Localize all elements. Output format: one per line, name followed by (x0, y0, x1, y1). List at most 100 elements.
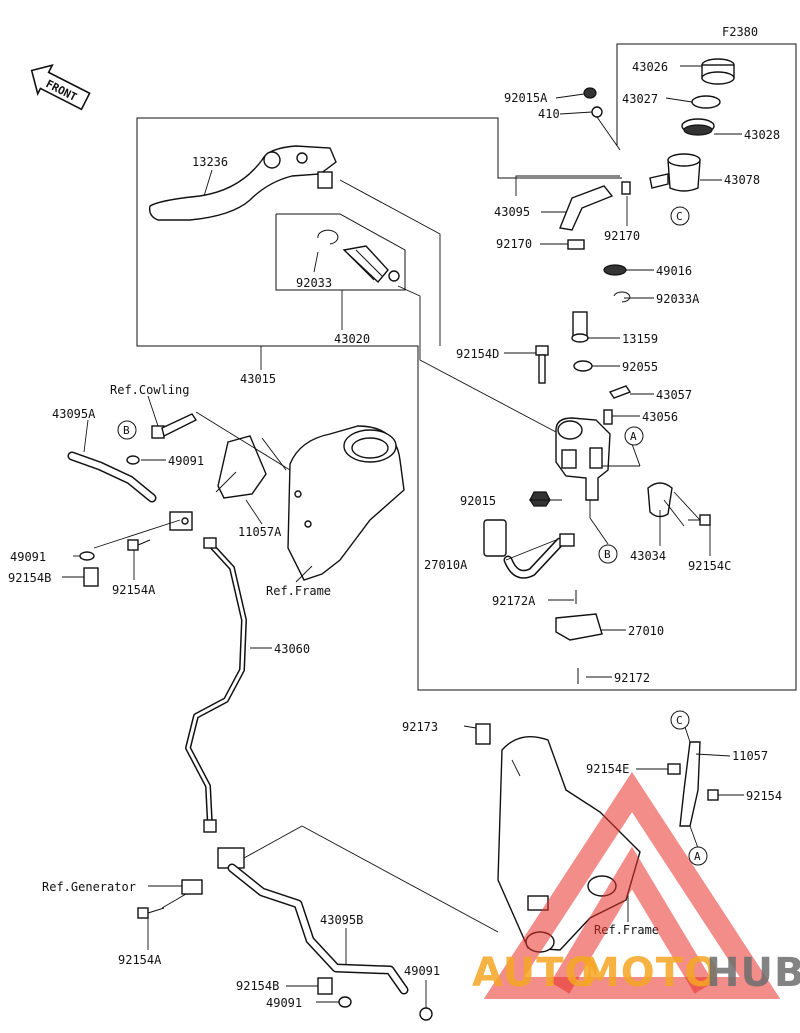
switch-27010 (555, 613, 603, 641)
svg-text:A: A (694, 850, 701, 863)
washer-49091-lower-left (338, 996, 352, 1008)
bleeder-43056 (603, 409, 613, 425)
label-92055: 92055 (622, 360, 658, 374)
watermark-inner-icon (550, 846, 714, 994)
label-43057: 43057 (656, 388, 692, 402)
label-13236: 13236 (192, 155, 228, 169)
washer-49091-lower-right (419, 1007, 433, 1021)
label-43095A: 43095A (52, 407, 96, 421)
front-arrow-icon: FRONT (30, 64, 91, 111)
pipe-43060 (185, 537, 247, 833)
label-92170-left: 92170 (496, 237, 532, 251)
label-92154D: 92154D (456, 347, 499, 361)
label-92172A: 92172A (492, 594, 536, 608)
svg-text:B: B (123, 424, 130, 437)
switch-27010A (483, 519, 575, 579)
label-92154B-lower: 92154B (236, 979, 279, 993)
bolt-92154B-left (83, 567, 99, 587)
bolt-92154B-lower (317, 977, 333, 995)
label-43027: 43027 (622, 92, 658, 106)
label-43028: 43028 (744, 128, 780, 142)
frame-upper (287, 425, 405, 581)
label-27010: 27010 (628, 624, 664, 638)
svg-text:C: C (676, 210, 683, 223)
label-43056: 43056 (642, 410, 678, 424)
svg-text:C: C (676, 714, 683, 727)
label-49091-lower-left: 49091 (266, 996, 302, 1010)
label-92015: 92015 (460, 494, 496, 508)
watermark-logo: AUTO MOTO HUB (472, 771, 800, 999)
callout-b-left: B (117, 420, 137, 440)
watermark-hub: HUB (706, 950, 800, 996)
bolt-92154-right (707, 789, 719, 801)
part-labels: 43026 43027 43028 43078 92015A 410 43095… (8, 60, 782, 1010)
reservoir-connector (571, 311, 589, 343)
label-49091-left: 49091 (10, 550, 46, 564)
label-92154B-left: 92154B (8, 571, 51, 585)
label-11057: 11057 (732, 749, 768, 763)
label-43034: 43034 (630, 549, 666, 563)
bracket-11057A (217, 435, 267, 499)
label-410: 410 (538, 107, 560, 121)
reservoir-tank (649, 153, 701, 192)
bolt-92154C (688, 514, 711, 526)
hose-43095A (67, 451, 157, 503)
label-92170-right: 92170 (604, 229, 640, 243)
svg-text:A: A (630, 430, 637, 443)
reservoir-diaphragm (681, 118, 715, 136)
label-92015A: 92015A (504, 91, 548, 105)
label-43095: 43095 (494, 205, 530, 219)
watermark-moto: MOTO (580, 950, 719, 996)
washer-49091-left (79, 551, 95, 561)
callout-b-right: B (598, 544, 618, 564)
label-ref-frame-upper: Ref.Frame (266, 584, 331, 598)
reservoir-nut (583, 87, 597, 99)
label-ref-cowling: Ref.Cowling (110, 383, 189, 397)
bolt-92154A-lower (137, 907, 165, 919)
label-ref-frame-lower: Ref.Frame (594, 923, 659, 937)
oring-92055 (573, 360, 593, 372)
assembly-outline (136, 43, 797, 691)
bracket-43057 (608, 385, 632, 399)
label-43026: 43026 (632, 60, 668, 74)
label-49016: 49016 (656, 264, 692, 278)
label-92154A-lower: 92154A (118, 953, 162, 967)
holder-43034 (647, 482, 673, 518)
label-92154-right: 92154 (746, 789, 782, 803)
clutch-lever (148, 145, 337, 221)
label-43095B: 43095B (320, 913, 363, 927)
watermark-triangle-icon (483, 771, 781, 999)
circlip-92033A (613, 291, 631, 303)
master-cylinder-body (555, 417, 611, 501)
label-49091-lower-right: 49091 (404, 964, 440, 978)
reservoir-diaphragm-plate (691, 95, 721, 109)
svg-text:B: B (604, 548, 611, 561)
connector-92173 (475, 723, 491, 745)
bolt-92154E (667, 763, 681, 775)
bolt-92154D (535, 345, 549, 384)
washer-49016 (603, 264, 627, 276)
label-49091-upper: 49091 (168, 454, 204, 468)
label-92033A: 92033A (656, 292, 700, 306)
washer-49091-upper (126, 455, 140, 465)
reservoir-cap (701, 58, 735, 85)
piston-kit-43020 (342, 245, 400, 284)
label-92154C: 92154C (688, 559, 731, 573)
hose-43095B (227, 863, 409, 995)
label-43020: 43020 (334, 332, 370, 346)
callout-a-lower: A (688, 846, 708, 866)
label-43078: 43078 (724, 173, 760, 187)
leader-lines (62, 65, 744, 1008)
label-92154E: 92154E (586, 762, 629, 776)
label-92154A-left: 92154A (112, 583, 156, 597)
nut-92015 (529, 491, 551, 507)
bolt-92154A-left (127, 539, 151, 551)
watermark-auto: AUTO (472, 950, 600, 996)
callout-c-lower: C (670, 710, 690, 730)
bolt-ref-generator (181, 879, 203, 895)
hose-clamp-lower (567, 239, 585, 250)
label-ref-generator: Ref.Generator (42, 880, 136, 894)
label-43060: 43060 (274, 642, 310, 656)
label-27010A: 27010A (424, 558, 468, 572)
